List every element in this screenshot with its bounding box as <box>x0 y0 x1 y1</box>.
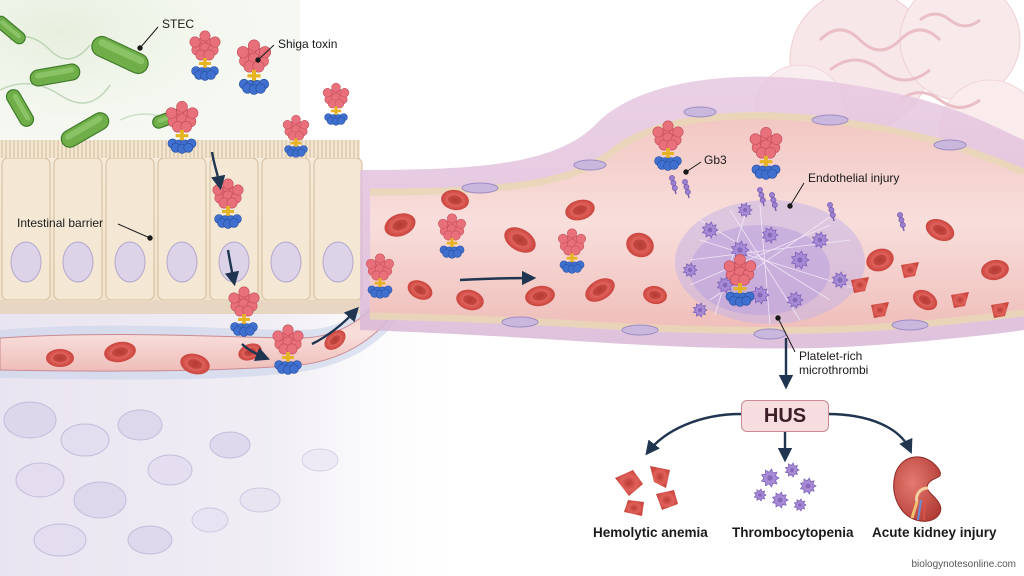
arrow-icon <box>311 306 359 346</box>
schistocyte-icon <box>991 302 1009 318</box>
watermark: biologynotesonline.com <box>911 559 1016 570</box>
platelet-icon <box>811 231 829 249</box>
shiga-toxin-icon <box>212 178 244 229</box>
label-gb3: Gb3 <box>704 153 727 167</box>
gb3-receptor-icon <box>769 192 778 212</box>
red-blood-cell-icon <box>643 285 667 305</box>
gb3-receptor-icon <box>757 187 766 207</box>
platelets <box>682 202 849 318</box>
gb3-receptor-icon <box>669 175 678 195</box>
schistocytes-in-vessel <box>851 262 1009 318</box>
gb3-receptor-icon <box>682 179 691 199</box>
gb3-receptor-icon <box>897 212 906 232</box>
shiga-toxin-icon <box>165 101 199 154</box>
kidney-icon <box>893 456 942 522</box>
red-blood-cell-icon <box>981 259 1009 281</box>
red-blood-cell-icon <box>104 341 136 363</box>
shiga-toxin-icon <box>189 30 221 81</box>
platelet-icon <box>790 250 810 270</box>
platelet-icon <box>761 226 779 244</box>
red-blood-cell-icon <box>626 232 654 258</box>
shiga-toxin-icon <box>322 82 350 126</box>
red-blood-cell-icon <box>525 285 555 307</box>
label-intestinal-barrier: Intestinal barrier <box>17 216 104 230</box>
gb3-receptors <box>669 175 906 232</box>
label-endothelial-injury: Endothelial injury <box>808 171 900 185</box>
label-thrombocytopenia: Thrombocytopenia <box>732 525 854 540</box>
arrow-icon <box>224 249 240 287</box>
label-platelet-rich: Platelet-rich <box>799 349 863 363</box>
platelet-icon <box>750 285 770 305</box>
shiga-toxin-icon <box>366 253 394 299</box>
shiga-toxin-icon <box>282 114 310 158</box>
schistocyte-icon <box>851 277 869 293</box>
red-blood-cell-icon <box>46 349 74 367</box>
schistocyte-icon <box>901 262 919 278</box>
red-blood-cell-icon <box>407 280 433 300</box>
red-blood-cell-icon <box>180 353 210 375</box>
bacterium-icon <box>0 15 26 45</box>
shiga-toxin-icon <box>228 286 260 337</box>
label-hemolytic-anemia: Hemolytic anemia <box>593 525 708 540</box>
platelet-icon <box>692 302 708 318</box>
shiga-toxin-icon <box>558 228 586 274</box>
arrow-icon <box>645 412 742 456</box>
platelet-icon <box>799 477 817 495</box>
platelet-icon <box>716 276 734 294</box>
platelet-icon <box>737 202 753 218</box>
microthrombus <box>675 200 865 326</box>
shiga-toxin-icon <box>652 120 684 171</box>
label-shiga-toxin: Shiga toxin <box>278 37 338 51</box>
process-arrows <box>210 151 913 463</box>
red-blood-cell-icon <box>324 330 346 350</box>
arrow-icon <box>210 151 226 191</box>
shiga-toxin-icon <box>749 127 783 180</box>
red-blood-cell-icon <box>441 189 469 211</box>
platelet-icon <box>753 462 817 512</box>
hus-label: HUS <box>763 404 807 427</box>
bacterium-icon <box>60 112 110 148</box>
shiga-toxin-icon <box>438 213 466 259</box>
platelet-icon <box>786 291 804 309</box>
red-blood-cell-icon <box>504 227 536 253</box>
schistocyte-icon <box>615 466 678 516</box>
red-blood-cell-icon <box>384 213 416 237</box>
red-blood-cell-icon <box>456 289 484 311</box>
intestinal-epithelium <box>0 140 363 314</box>
gb3-receptor-icon <box>827 202 836 222</box>
platelet-icon <box>784 462 800 478</box>
label-microthrombi: microthrombi <box>799 363 869 377</box>
platelet-icon <box>760 468 780 488</box>
arrow-icon <box>826 412 913 454</box>
red-blood-cell-icon <box>866 248 894 272</box>
arrow-icon <box>241 343 271 361</box>
schistocyte-icon <box>951 292 969 308</box>
platelet-icon <box>831 271 849 289</box>
shiga-toxin-icon <box>272 324 304 375</box>
schistocyte-icon <box>871 302 889 318</box>
red-blood-cell-icon <box>565 199 595 221</box>
bacterium-icon <box>29 63 81 87</box>
platelet-icon <box>793 498 807 512</box>
red-blood-cell-icon <box>585 278 615 302</box>
bacterium-icon <box>5 89 35 127</box>
hus-box: HUS <box>741 400 829 432</box>
platelet-icon <box>771 491 789 509</box>
bacterium-icon <box>91 35 149 75</box>
platelet-icon <box>682 262 698 278</box>
platelet-icon <box>753 488 767 502</box>
leader-lines <box>117 26 805 353</box>
red-blood-cell-icon <box>925 218 955 242</box>
red-blood-cell-icon <box>912 289 938 311</box>
arrow-icon <box>459 270 537 286</box>
label-stec: STEC <box>162 17 195 31</box>
shiga-toxins <box>165 30 783 375</box>
platelet-icon <box>701 221 719 239</box>
label-acute-kidney-injury: Acute kidney injury <box>872 525 997 540</box>
shiga-toxin-icon <box>723 254 757 307</box>
red-blood-cells <box>46 189 1009 375</box>
